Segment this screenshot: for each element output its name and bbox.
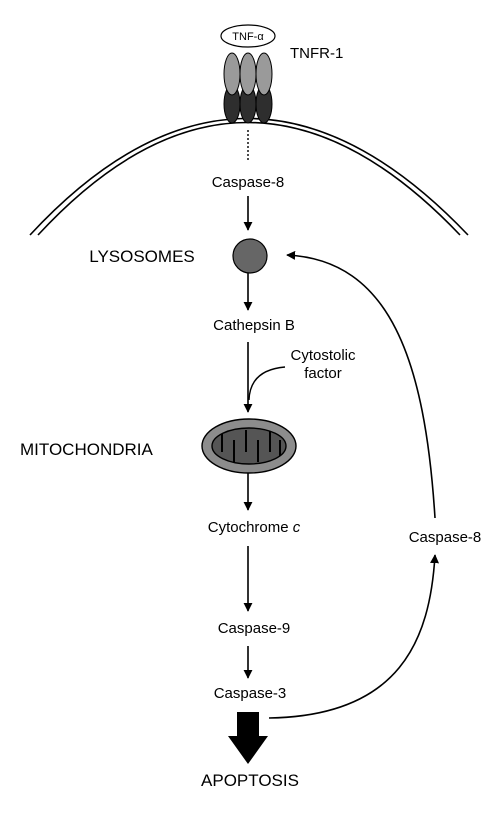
caspase9-label: Caspase-9 [218, 620, 291, 637]
lysosome-icon [232, 238, 268, 274]
apoptosis-label: APOPTOSIS [201, 771, 299, 790]
tnf-alpha-label: TNF-α [232, 31, 264, 43]
cytosolic-factor-connector [248, 366, 286, 401]
mitochondria-icon [201, 418, 297, 474]
big-arrow-to-apoptosis [228, 712, 268, 764]
tnfr1-label: TNFR-1 [290, 45, 343, 62]
cytosolic-factor-label-line2: factor [304, 365, 342, 382]
arrow-caspase8-feedback-to-lysosome [286, 250, 436, 519]
caspase8-top-label: Caspase-8 [212, 174, 285, 191]
cytochrome-c-label: Cytochrome c [208, 519, 301, 536]
mitochondria-label: MITOCHONDRIA [20, 440, 154, 459]
cytosolic-factor-label-line1: Cytostolic [290, 347, 356, 364]
tnf-alpha-ligand: TNF-α [220, 24, 276, 48]
cathepsin-b-label: Cathepsin B [213, 317, 295, 334]
caspase3-label: Caspase-3 [214, 685, 287, 702]
caspase8-feedback-label: Caspase-8 [409, 529, 482, 546]
lysosomes-label: LYSOSOMES [89, 247, 195, 266]
arrow-apoptosis-to-caspase8-feedback [268, 554, 440, 719]
tnfr1-receptor [223, 52, 273, 124]
